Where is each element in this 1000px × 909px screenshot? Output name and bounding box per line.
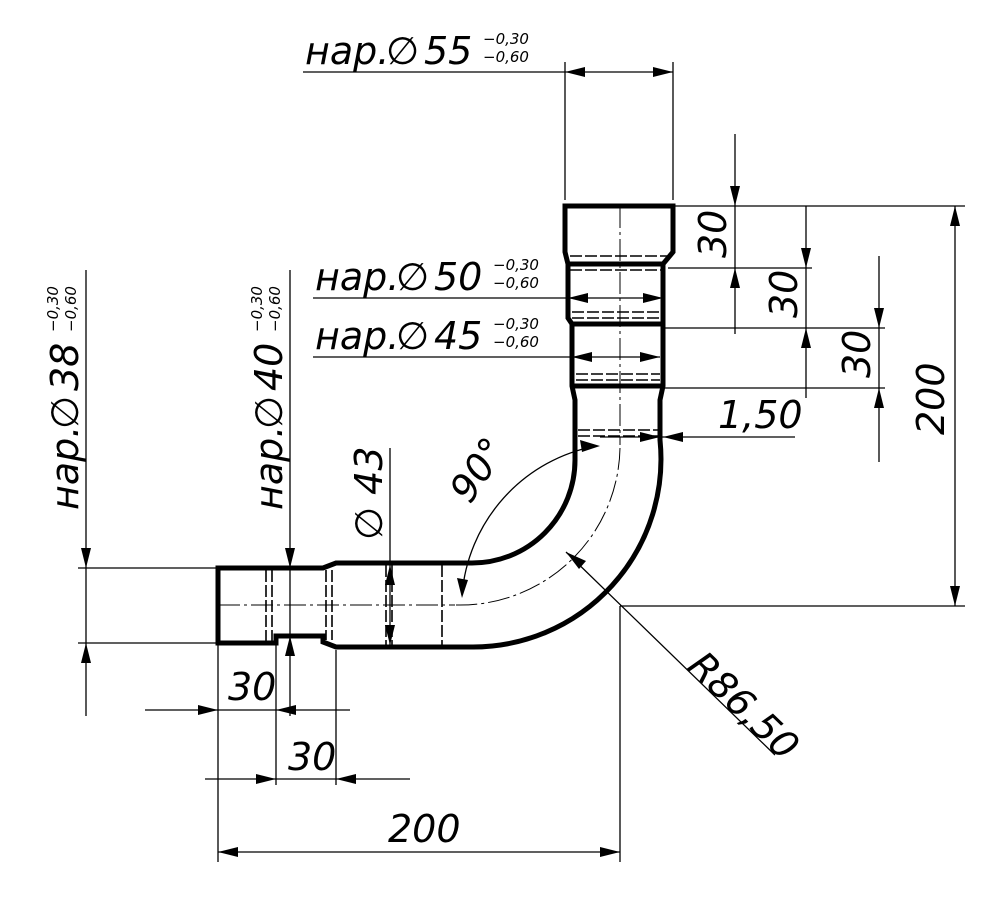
- left1-prefix: нар.: [43, 426, 87, 510]
- mid1-tol-upper: −0,30: [493, 256, 539, 274]
- wall-value: 1,50: [718, 393, 803, 437]
- mid1-tol-lower: −0,60: [493, 274, 539, 292]
- left1-size: 38: [43, 343, 87, 391]
- dim-wall: 1,50: [600, 393, 803, 442]
- step-h1-value: 30: [228, 665, 276, 709]
- mid2-size: 45: [434, 314, 482, 358]
- mid2-prefix: нар.: [315, 314, 399, 358]
- top-tol-upper: −0,30: [483, 30, 529, 48]
- dim-top-dia: нар. ∅ 55 −0,30 −0,60: [303, 29, 674, 200]
- dim-mid1-dia: нар. ∅ 50 −0,30 −0,60: [313, 255, 663, 303]
- center-lines: [218, 206, 621, 606]
- mid2-tol-lower: −0,60: [493, 333, 539, 351]
- left1-tol-lower: −0,60: [62, 286, 80, 332]
- dim-right-steps: 30 30 30 200: [620, 134, 965, 607]
- mid2-tol-upper: −0,30: [493, 315, 539, 333]
- step-v2-value: 30: [762, 270, 806, 318]
- top-prefix: нар.: [305, 29, 389, 73]
- left2-dia-symbol: ∅: [247, 396, 291, 429]
- left2-tol-upper: −0,30: [248, 286, 266, 332]
- dim-bottom: 30 30 200: [145, 606, 621, 862]
- top-dia-symbol: ∅: [386, 29, 419, 73]
- mid1-dia-symbol: ∅: [396, 255, 429, 299]
- dim-mid2-dia: нар. ∅ 45 −0,30 −0,60: [313, 314, 660, 362]
- top-collar: [215, 203, 676, 650]
- top-tol-lower: −0,60: [483, 48, 529, 66]
- pipe-outline: [215, 203, 676, 650]
- left1-tol-upper: −0,30: [44, 286, 62, 332]
- width-value: 200: [388, 807, 461, 851]
- left2-size: 40: [247, 343, 291, 391]
- left2-prefix: нар.: [247, 426, 291, 510]
- dim-radius: R86,50: [565, 551, 808, 769]
- left1-dia-symbol: ∅: [43, 396, 87, 429]
- step-v1-value: 30: [691, 210, 735, 258]
- top-size: 55: [424, 29, 472, 73]
- inner-dia-value: ∅ 43: [347, 446, 391, 540]
- mid1-size: 50: [434, 255, 482, 299]
- radius-value: R86,50: [680, 643, 808, 769]
- height-value: 200: [909, 362, 953, 435]
- hidden-lines-top: [570, 255, 668, 437]
- step-h2-value: 30: [288, 735, 336, 779]
- mid2-dia-symbol: ∅: [396, 314, 429, 358]
- left2-tol-lower: −0,60: [266, 286, 284, 332]
- step-v3-value: 30: [835, 330, 879, 378]
- dim-left-dia: нар. ∅ 38 −0,30 −0,60 нар. ∅ 40 −0,30 −0…: [43, 270, 395, 716]
- mid1-prefix: нар.: [315, 255, 399, 299]
